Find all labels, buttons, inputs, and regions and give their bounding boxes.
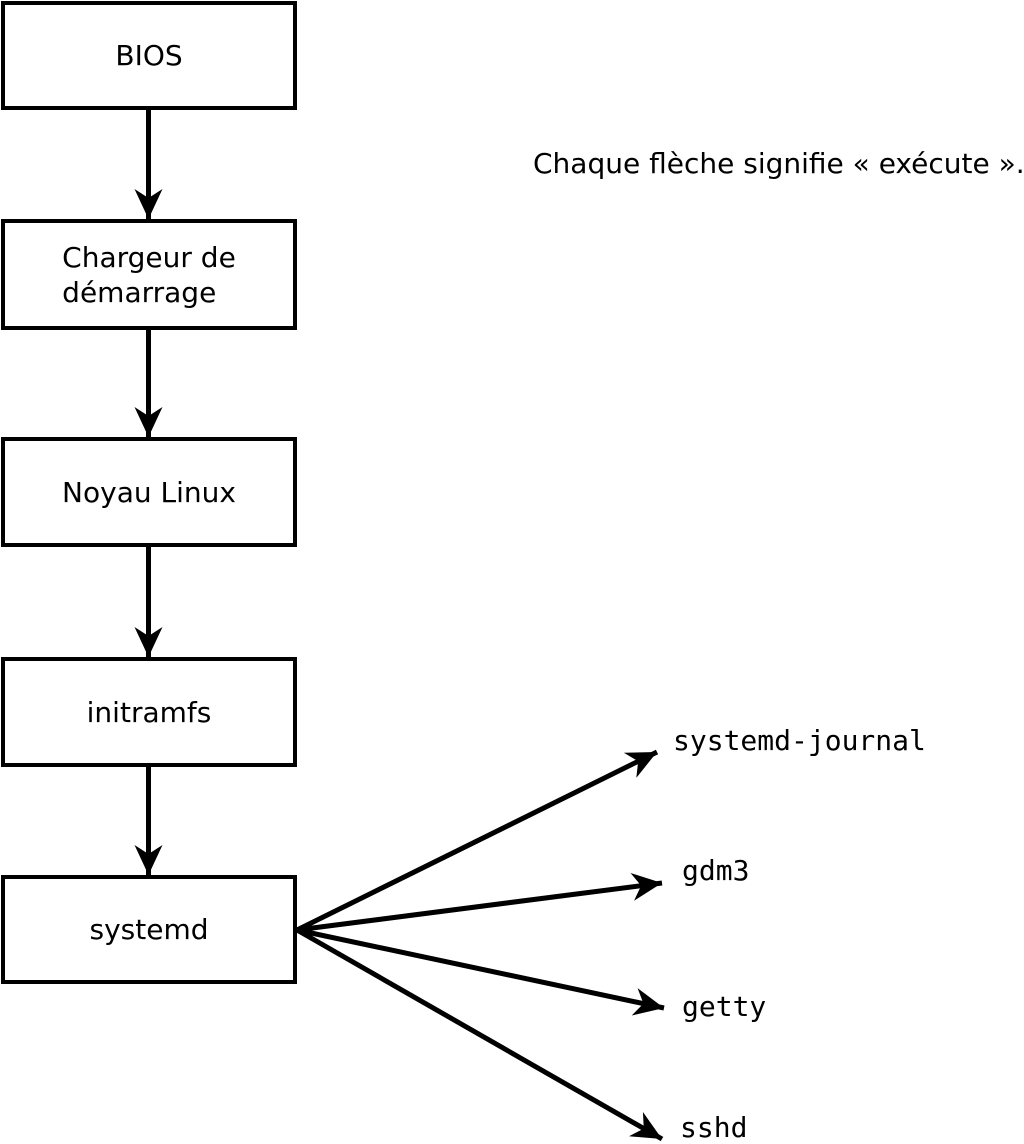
process-label-sshd: sshd bbox=[680, 1111, 748, 1144]
node-bios: BIOS bbox=[1, 1, 297, 110]
arrow-systemd-to-getty bbox=[296, 927, 665, 1016]
node-bootloader-label: Chargeur de démarrage bbox=[62, 240, 236, 309]
process-label-gdm3: gdm3 bbox=[682, 854, 750, 887]
process-label-getty: getty bbox=[682, 990, 767, 1023]
arrow-systemd-to-gdm3 bbox=[296, 872, 663, 933]
node-systemd: systemd bbox=[1, 875, 297, 984]
node-systemd-label: systemd bbox=[89, 913, 209, 946]
node-kernel: Noyau Linux bbox=[1, 437, 297, 547]
node-kernel-label: Noyau Linux bbox=[62, 475, 236, 509]
legend-note: Chaque flèche signifie « exécute ». bbox=[533, 147, 1024, 180]
process-label-systemd-journal: systemd-journal bbox=[673, 724, 926, 757]
node-initramfs-label: initramfs bbox=[86, 695, 212, 729]
arrow-systemd-to-sshd bbox=[295, 927, 664, 1142]
node-initramfs: initramfs bbox=[1, 657, 297, 767]
arrow-systemd-to-journal bbox=[295, 749, 659, 933]
node-bootloader: Chargeur de démarrage bbox=[1, 219, 297, 330]
node-bios-label: BIOS bbox=[115, 39, 183, 72]
